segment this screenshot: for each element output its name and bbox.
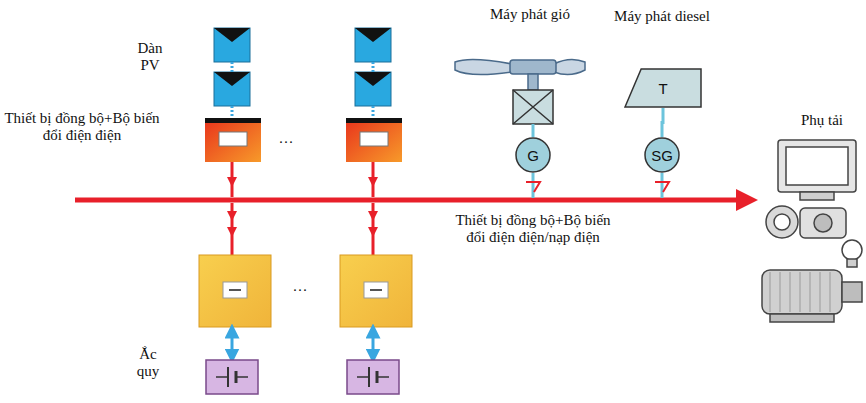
drawing-part [526, 182, 540, 192]
drawing-part [774, 214, 790, 230]
diesel-engine: T [624, 68, 702, 108]
node-text: T [658, 80, 667, 97]
pv-array [199, 28, 412, 394]
drawing-part [800, 192, 834, 200]
diesel-link [655, 173, 669, 198]
component-label: Máy phát gió [480, 6, 580, 23]
drawing-part [231, 216, 233, 232]
drawing-part [786, 147, 848, 185]
drawing-part [236, 376, 248, 378]
drawing-part [372, 62, 375, 72]
drawing-part [205, 118, 261, 162]
drawing-part [513, 90, 553, 124]
drawing-part [455, 59, 512, 74]
drawing-part [766, 206, 798, 238]
node-text: SG [651, 147, 673, 164]
component-label: Thiết bị đồng bộ+Bộ biến đổi điện điện/n… [452, 212, 614, 246]
ellipsis-mark: ··· [272, 134, 300, 151]
drawing-part [370, 289, 382, 291]
drawing-part [377, 376, 389, 378]
drawing-part [346, 118, 402, 123]
drawing-part [625, 69, 701, 107]
ac-bus [75, 198, 738, 203]
drawing-part [842, 282, 862, 302]
component-label: Thiết bị đồng bộ+Bộ biến đổi điện điện [4, 110, 160, 144]
drawing-part [231, 162, 234, 197]
drawing-part [219, 132, 247, 146]
drawing-part [847, 259, 857, 267]
component-label: Máy phát diesel [610, 8, 714, 25]
drawing-part [355, 72, 391, 86]
drawing-part [355, 28, 391, 42]
drawing-part [360, 132, 388, 146]
drawing-part [231, 168, 233, 182]
drawing-part [532, 173, 535, 198]
drawing-part [364, 282, 388, 298]
load-illustration [762, 140, 862, 322]
drawing-part [513, 90, 553, 124]
drawing-part [357, 376, 369, 378]
generator-circle: SG [644, 137, 680, 173]
drawing-part [214, 28, 250, 62]
shaft-connector [662, 108, 663, 137]
drawing-part [554, 59, 585, 74]
drawing-part [372, 331, 375, 356]
drawing-part [355, 72, 391, 106]
wind-turbine [455, 59, 585, 198]
node-text: G [527, 147, 539, 164]
drawing-part [510, 60, 556, 74]
drawing-part [372, 203, 375, 255]
drawing-part [205, 118, 261, 123]
drawing-part [372, 216, 374, 232]
drawing-part [346, 118, 402, 162]
drawing-part [199, 255, 271, 327]
drawing-part [372, 106, 375, 118]
drawing-part [214, 28, 250, 42]
drawing-part [372, 162, 375, 197]
drawing-part [770, 272, 830, 312]
drawing-part [340, 255, 412, 327]
drawing-part [229, 289, 241, 291]
drawing-part [661, 173, 664, 198]
generator-circle: G [515, 137, 551, 173]
drawing-part [645, 138, 679, 172]
drawing-part [214, 72, 250, 106]
drawing-part [800, 208, 846, 238]
drawing-part [814, 214, 832, 232]
drawing-part [347, 360, 399, 394]
drawing-part [355, 28, 391, 62]
drawing-part [223, 282, 247, 298]
drawing-part [214, 72, 250, 86]
drawing-part [528, 74, 538, 90]
drawing-part [231, 106, 234, 118]
drawing-part [231, 62, 234, 72]
drawing-part [655, 182, 669, 192]
drawing-part [372, 168, 374, 182]
bus-arrow [736, 189, 758, 211]
drawing-part [778, 140, 856, 192]
drawing-part [532, 124, 535, 137]
drawing-part [516, 138, 550, 172]
component-label: Dàn PV [122, 40, 178, 74]
drawing-part [842, 240, 862, 260]
component-label: Phụ tải [784, 112, 860, 129]
drawing-part [216, 376, 228, 378]
drawing-part [206, 360, 258, 394]
drawing-part [762, 270, 842, 314]
ellipsis-mark: ··· [286, 282, 314, 299]
drawing-part [231, 331, 234, 356]
component-label: Ắc quy [120, 346, 176, 380]
drawing-part [770, 314, 834, 322]
drawing-part [231, 203, 234, 255]
